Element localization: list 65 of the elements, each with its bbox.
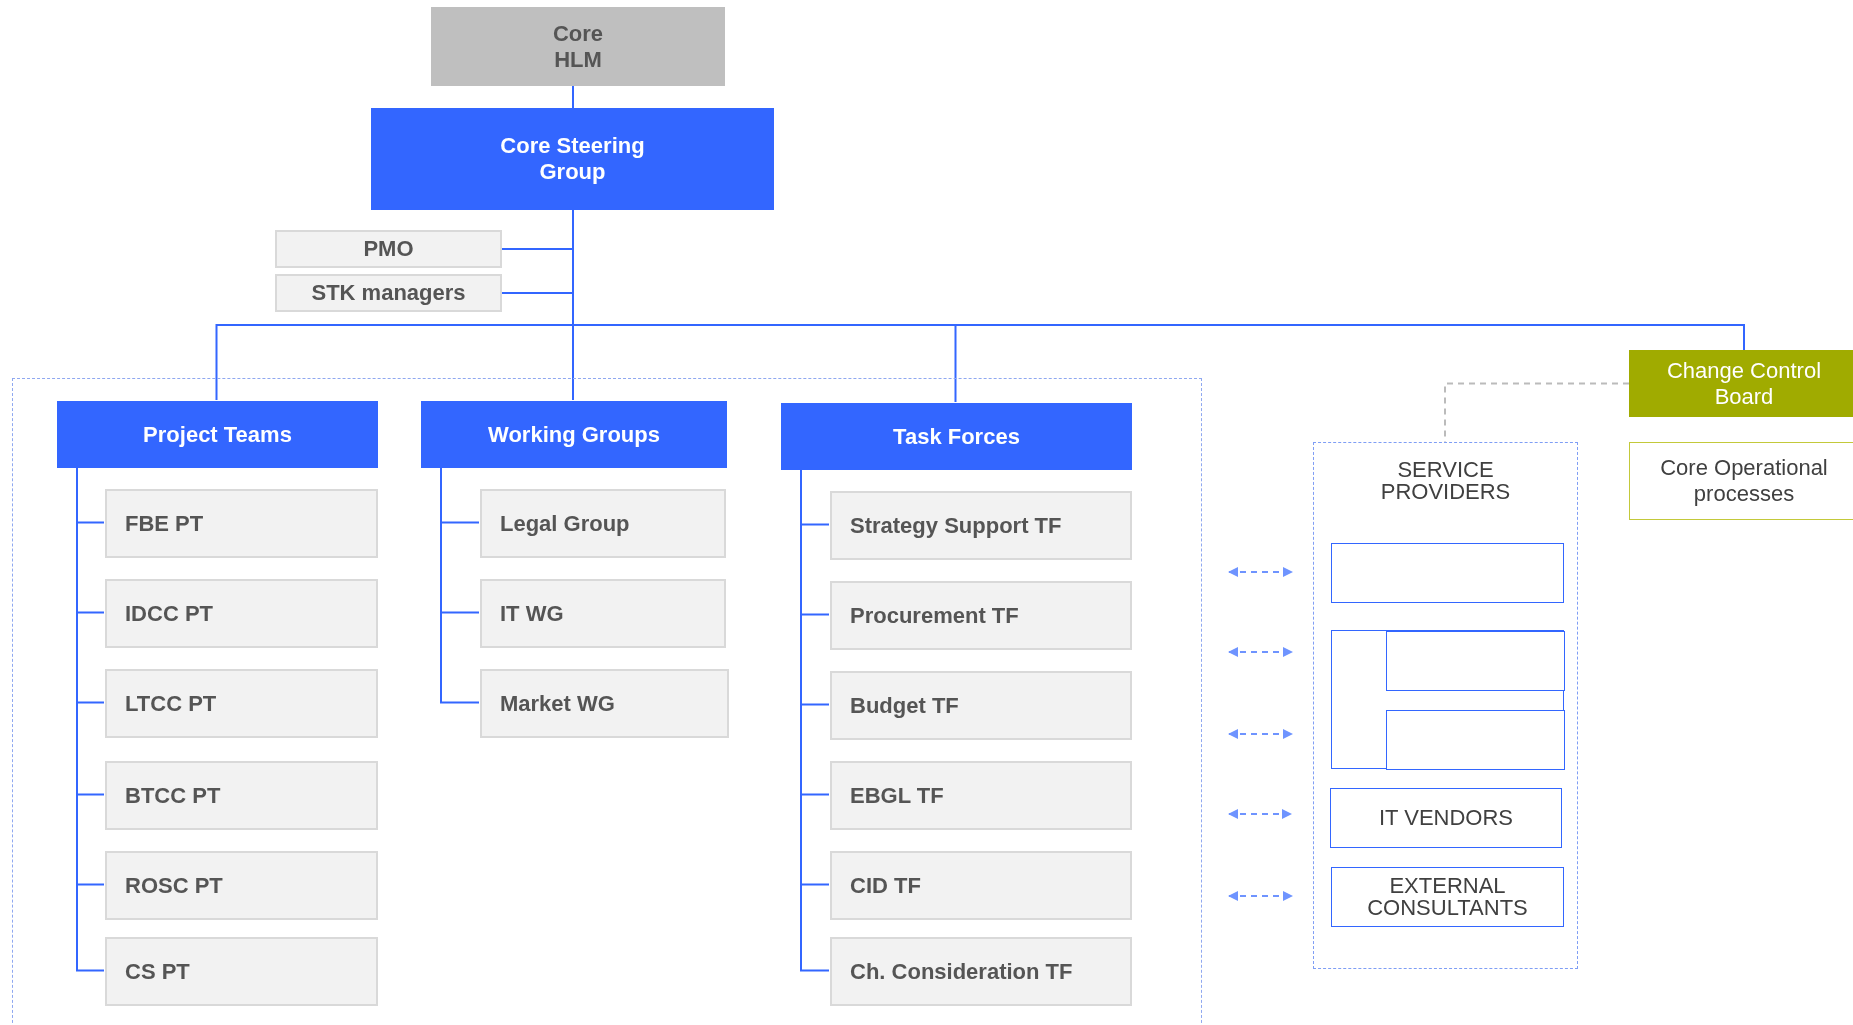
org-box xyxy=(105,761,378,830)
org-box xyxy=(275,230,502,268)
double-arrow xyxy=(1228,567,1293,577)
empty-box xyxy=(12,378,1202,1025)
node-label: FBE PT xyxy=(125,510,204,537)
group-frame xyxy=(1313,442,1578,969)
node-label: IT VENDORS xyxy=(1378,807,1514,829)
double-arrow xyxy=(1228,891,1293,901)
org-box xyxy=(830,491,1132,560)
org-box xyxy=(830,581,1132,650)
org-box xyxy=(480,579,726,648)
node-label: Change Control Board xyxy=(1665,357,1823,410)
node-label: EBGL TF xyxy=(850,782,944,809)
org-box xyxy=(105,579,378,648)
org-box xyxy=(57,401,378,468)
org-box xyxy=(830,671,1132,740)
provider-box xyxy=(1331,867,1564,927)
org-box xyxy=(830,851,1132,920)
empty-box xyxy=(1386,710,1565,770)
node-label: CS PT xyxy=(125,958,190,985)
node-label: BTCC PT xyxy=(125,782,221,809)
org-box xyxy=(105,669,378,738)
node-label: Task Forces xyxy=(893,423,1020,450)
org-box xyxy=(105,851,378,920)
node-label: STK managers xyxy=(311,280,466,306)
node-label: Core Steering Group xyxy=(499,133,646,185)
node-label: CID TF xyxy=(850,872,921,899)
empty-box xyxy=(1386,631,1565,691)
node-label: PMO xyxy=(363,236,414,262)
empty-box xyxy=(1331,543,1564,603)
org-box xyxy=(480,669,729,738)
org-box xyxy=(1629,442,1853,520)
org-box xyxy=(1629,350,1853,417)
node-label: IT WG xyxy=(500,600,564,627)
org-box xyxy=(371,108,774,210)
node-label: Market WG xyxy=(500,690,615,717)
connector-line xyxy=(572,85,574,109)
node-label: ROSC PT xyxy=(125,872,223,899)
provider-box xyxy=(1330,788,1562,848)
org-box xyxy=(105,937,378,1006)
node-label: Procurement TF xyxy=(850,602,1019,629)
org-box xyxy=(421,401,727,468)
double-arrow xyxy=(1228,647,1293,657)
node-label: SERVICE PROVIDERS xyxy=(1379,459,1512,503)
node-label: Ch. Consideration TF xyxy=(850,958,1073,985)
org-box xyxy=(830,761,1132,830)
org-box xyxy=(275,274,502,312)
node-label: Core Operational processes xyxy=(1659,455,1829,507)
double-arrow xyxy=(1228,809,1292,819)
org-box xyxy=(105,489,378,558)
node-label: Budget TF xyxy=(850,692,959,719)
org-box xyxy=(431,7,725,86)
org-box xyxy=(480,489,726,558)
empty-box xyxy=(1331,630,1564,769)
double-arrow xyxy=(1228,729,1293,739)
org-box xyxy=(830,937,1132,1006)
node-label: IDCC PT xyxy=(125,600,213,627)
node-label: EXTERNAL CONSULTANTS xyxy=(1366,875,1529,919)
node-label: Core HLM xyxy=(551,20,605,73)
node-label: Legal Group xyxy=(500,510,630,537)
org-box xyxy=(781,403,1132,470)
node-label: LTCC PT xyxy=(125,690,217,717)
node-label: Strategy Support TF xyxy=(850,512,1062,539)
node-label: Project Teams xyxy=(143,421,292,448)
node-label: Working Groups xyxy=(488,421,660,448)
